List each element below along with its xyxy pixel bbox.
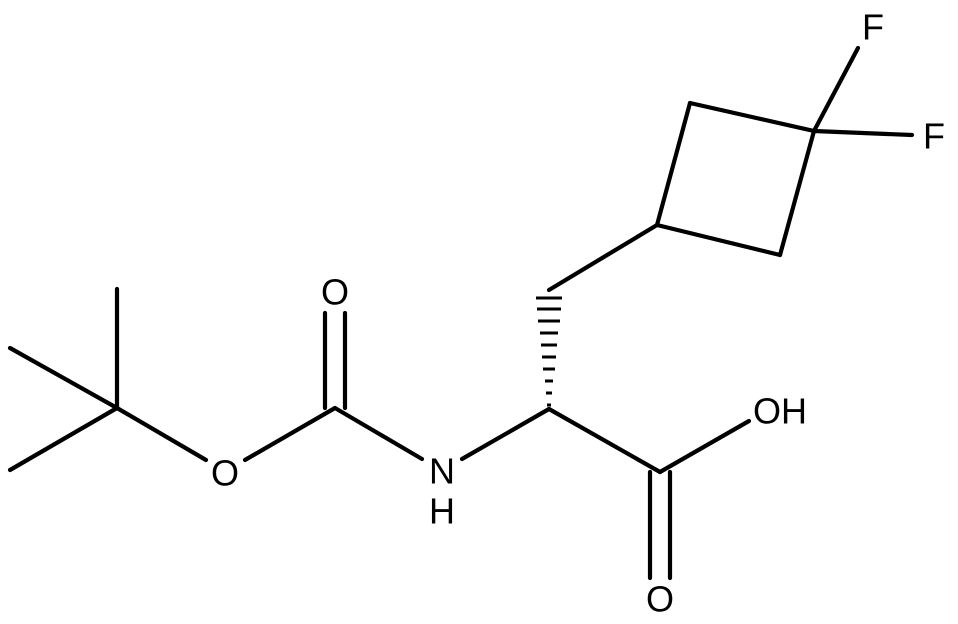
atom-fluorine-right: F [923,116,945,157]
bond-ch2-cyclobutyl [546,222,660,293]
ring-bond-4 [654,222,783,258]
ring-bond-3 [777,128,817,258]
bond-nitrogen-alpha [459,406,552,462]
atom-oxygen-acid-carbonyl: O [646,579,674,620]
bond-tbu-methyl-upper-left [7,345,120,411]
atom-hydroxyl: OH [753,391,807,432]
bond-tbu-methyl-lower-left [7,405,120,473]
ring-bond-1 [654,100,693,228]
bond-tbu-oxygen [114,405,209,463]
ring-bond-2 [687,100,817,134]
atom-oxygen-boc-carbonyl: O [321,272,349,313]
atom-fluorine-top: F [862,7,884,48]
bond-cf-top [811,45,861,134]
hashed-wedge-bond [536,296,562,407]
atom-nitrogen: N [429,451,455,492]
bond-carboxyl-oh [657,418,752,475]
bond-cf-right [811,128,915,138]
bond-carbonyl-nitrogen [332,405,425,462]
bond-alpha-carboxyl [546,406,663,475]
atom-oxygen-ester: O [211,453,239,494]
bond-oxygen-carbonyl [242,405,338,463]
atom-hydrogen-amine: H [429,491,455,532]
